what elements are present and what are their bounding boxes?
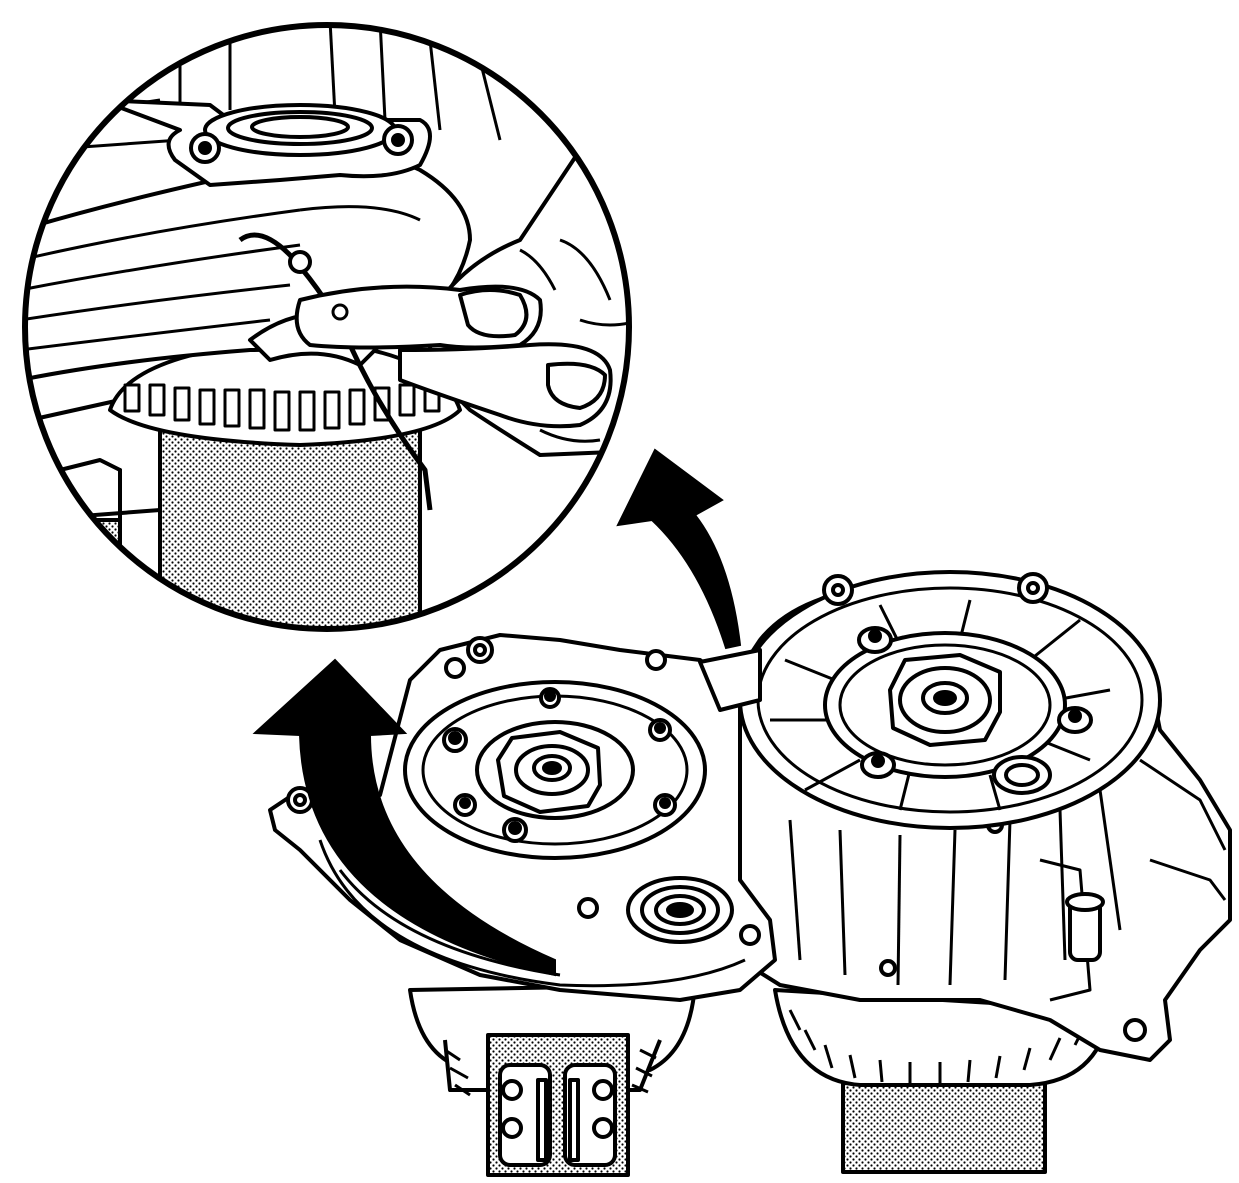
curved-arrow-right-icon — [616, 448, 742, 650]
right-housing — [708, 570, 1232, 1174]
right-studs — [857, 626, 1093, 779]
callout-arrows — [252, 448, 742, 977]
left-cover-bolts — [442, 687, 677, 843]
inset-border — [22, 22, 632, 632]
hand-icon — [294, 138, 629, 457]
inset-hatched-shaft — [158, 418, 422, 629]
detail-inset — [22, 22, 632, 632]
curved-arrow-left-icon — [252, 658, 556, 977]
